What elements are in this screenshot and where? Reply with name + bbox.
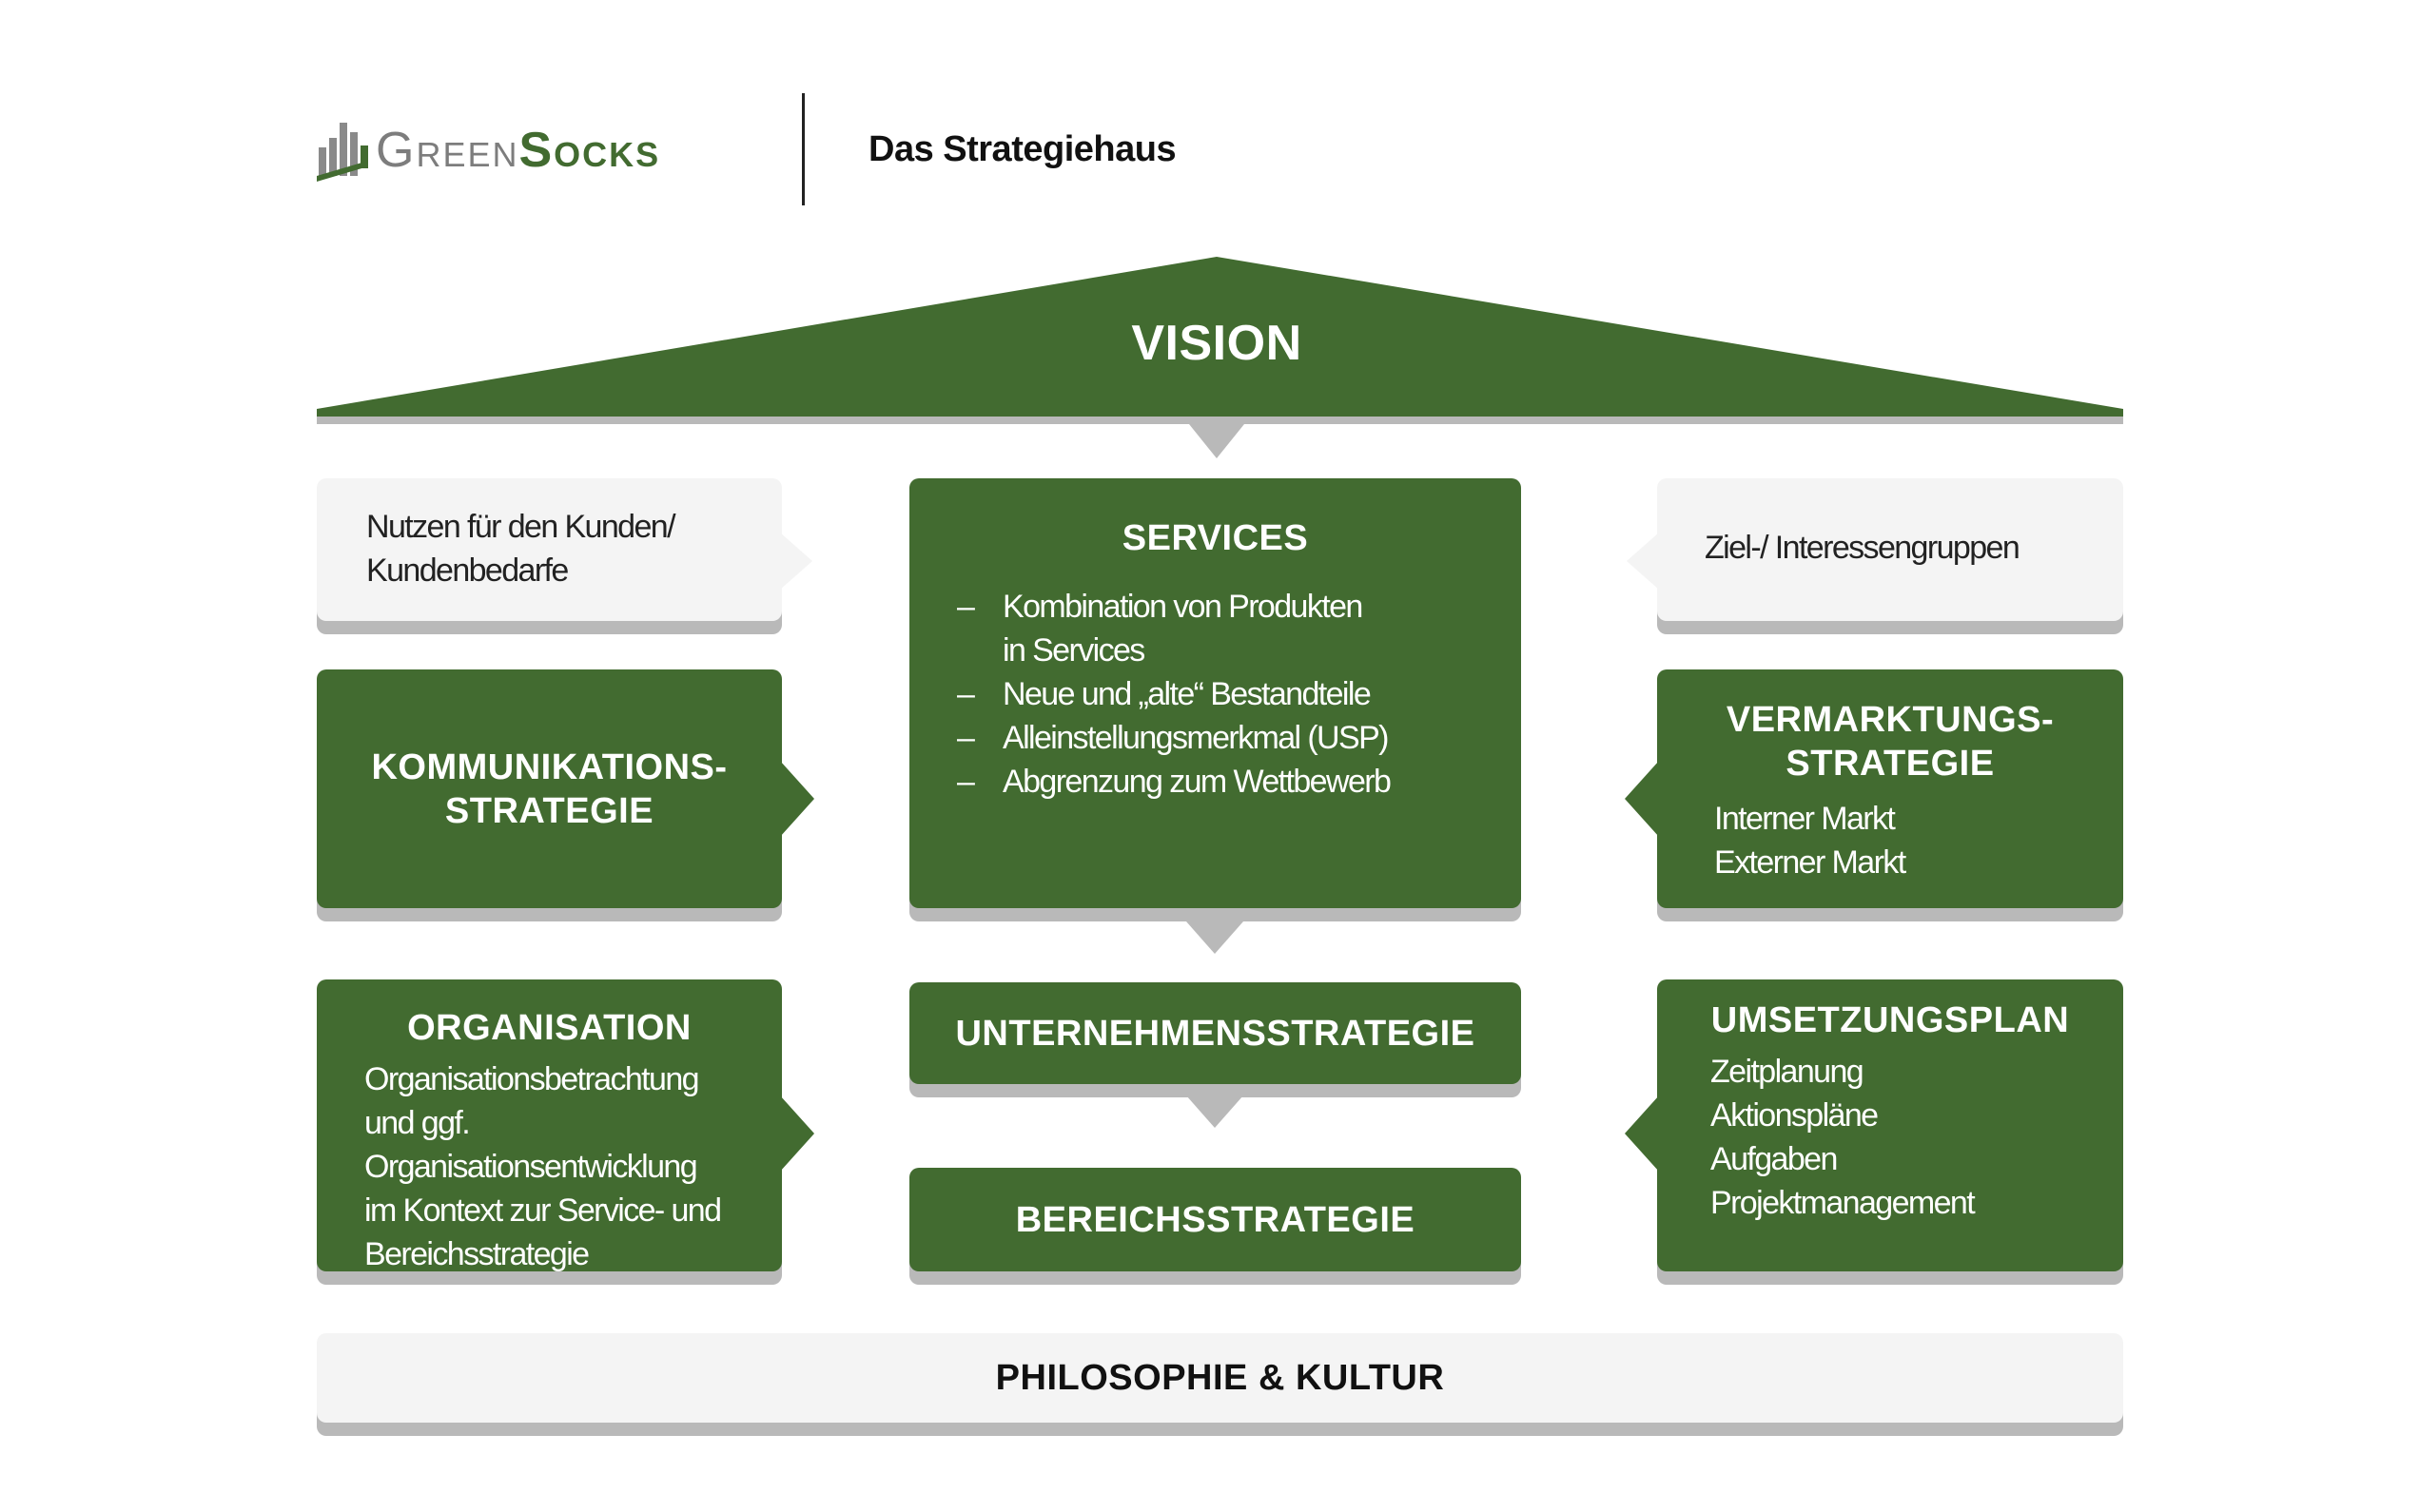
marketing-strategy-box: VERMARKTUNGS- STRATEGIE Interner Markt E… — [1657, 669, 2123, 908]
implementation-item: Projektmanagement — [1710, 1185, 1976, 1221]
bar-chart-logo-icon — [317, 123, 368, 182]
philosophy-culture-label: PHILOSOPHIE & KULTUR — [995, 1358, 1445, 1398]
arrow-left-icon — [1625, 1095, 1659, 1172]
logo-text-green: Green — [376, 123, 519, 178]
communication-strategy-title: KOMMUNIKATIONS- STRATEGIE — [371, 746, 728, 831]
header-divider — [802, 93, 805, 205]
division-strategy-label: BEREICHSSTRATEGIE — [1015, 1199, 1415, 1240]
organisation-box: ORGANISATION Organisationsbetrachtung un… — [317, 979, 782, 1272]
page-title: Das Strategiehaus — [868, 129, 1177, 169]
marketing-item: Externer Markt — [1714, 844, 1906, 881]
arrow-right-icon — [780, 761, 814, 837]
logo-text-socks: Socks — [518, 123, 661, 178]
arrow-right-icon — [780, 1095, 814, 1172]
communication-strategy-box: KOMMUNIKATIONS- STRATEGIE — [317, 669, 782, 908]
implementation-item: Zeitplanung — [1710, 1054, 1864, 1090]
organisation-title: ORGANISATION — [407, 1008, 692, 1048]
arrow-right-icon — [780, 533, 812, 590]
organisation-text: Organisationsbetrachtung und ggf. Organi… — [364, 1061, 722, 1272]
target-groups-text: Ziel-/ Interessengruppen — [1705, 530, 2020, 566]
arrow-left-icon — [1625, 761, 1659, 837]
services-item: Abgrenzung zum Wettbewerb — [957, 760, 1473, 804]
corporate-strategy-box: UNTERNEHMENSSTRATEGIE — [909, 982, 1521, 1084]
services-item: Kombination von Produkten in Services — [957, 585, 1383, 672]
arrow-down-icon — [1186, 921, 1243, 954]
implementation-plan-title: UMSETZUNGSPLAN — [1710, 1000, 2070, 1040]
vision-label: VISION — [1131, 316, 1302, 371]
services-item: Neue und „alte“ Bestandteile — [957, 672, 1473, 716]
implementation-plan-box: UMSETZUNGSPLAN Zeitplanung Aktionspläne … — [1657, 979, 2123, 1271]
marketing-item: Interner Markt — [1714, 801, 1896, 837]
customer-benefit-text: Nutzen für den Kunden/ Kundenbedarfe — [366, 509, 676, 589]
services-box: SERVICES Kombination von Produkten in Se… — [909, 478, 1521, 908]
target-groups-box: Ziel-/ Interessengruppen — [1657, 478, 2123, 621]
corporate-strategy-label: UNTERNEHMENSSTRATEGIE — [955, 1013, 1475, 1054]
implementation-item: Aufgaben — [1710, 1141, 1838, 1177]
arrow-left-icon — [1627, 533, 1659, 590]
implementation-item: Aktionspläne — [1710, 1097, 1879, 1134]
services-title: SERVICES — [1122, 518, 1309, 558]
arrow-down-icon — [1186, 1095, 1243, 1128]
philosophy-culture-box: PHILOSOPHIE & KULTUR — [317, 1333, 2123, 1423]
customer-benefit-box: Nutzen für den Kunden/ Kundenbedarfe — [317, 478, 782, 621]
services-list: Kombination von Produkten in Services Ne… — [957, 585, 1473, 804]
logo: Green Socks — [317, 112, 660, 188]
services-item: Alleinstellungsmerkmal (USP) — [957, 716, 1473, 760]
roof — [317, 257, 2123, 458]
marketing-strategy-title: VERMARKTUNGS- STRATEGIE — [1726, 700, 2055, 784]
division-strategy-box: BEREICHSSTRATEGIE — [909, 1168, 1521, 1271]
